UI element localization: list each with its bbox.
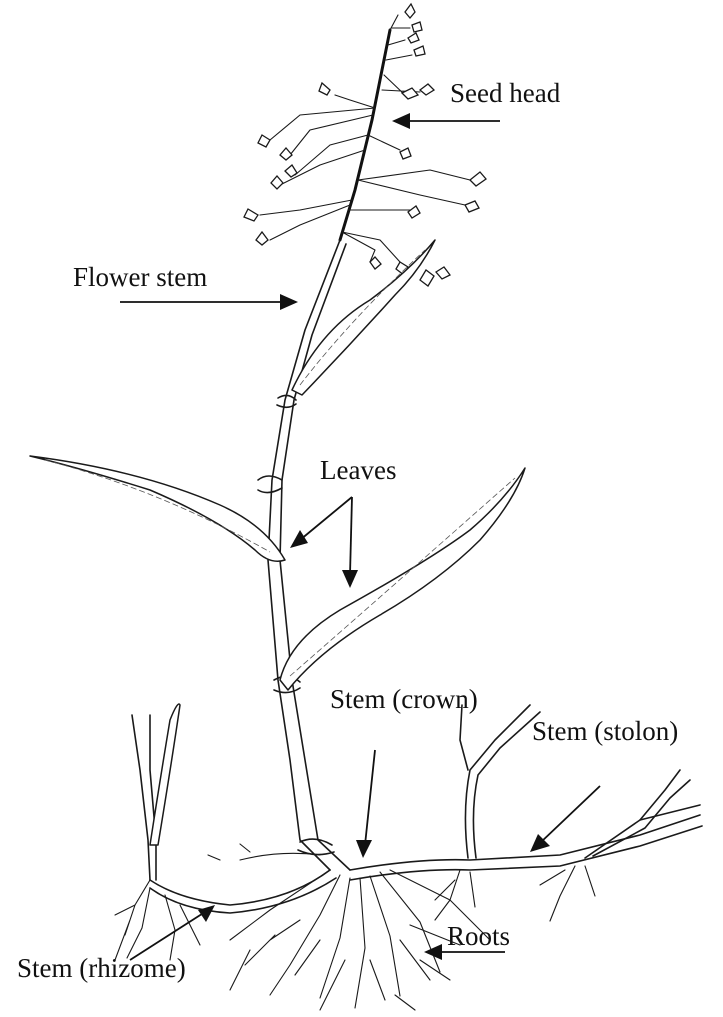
label-roots: Roots [447,921,510,951]
label-stem-stolon: Stem (stolon) [532,716,678,746]
label-flower-stem: Flower stem [73,262,207,292]
leaves-drawing [30,240,525,690]
label-leaves: Leaves [320,455,396,485]
seed-head-drawing [244,4,486,286]
label-seed-head: Seed head [450,78,561,108]
label-stem-rhizome: Stem (rhizome) [17,953,186,983]
label-stem-crown: Stem (crown) [330,684,478,714]
annotation-arrows [120,113,600,960]
